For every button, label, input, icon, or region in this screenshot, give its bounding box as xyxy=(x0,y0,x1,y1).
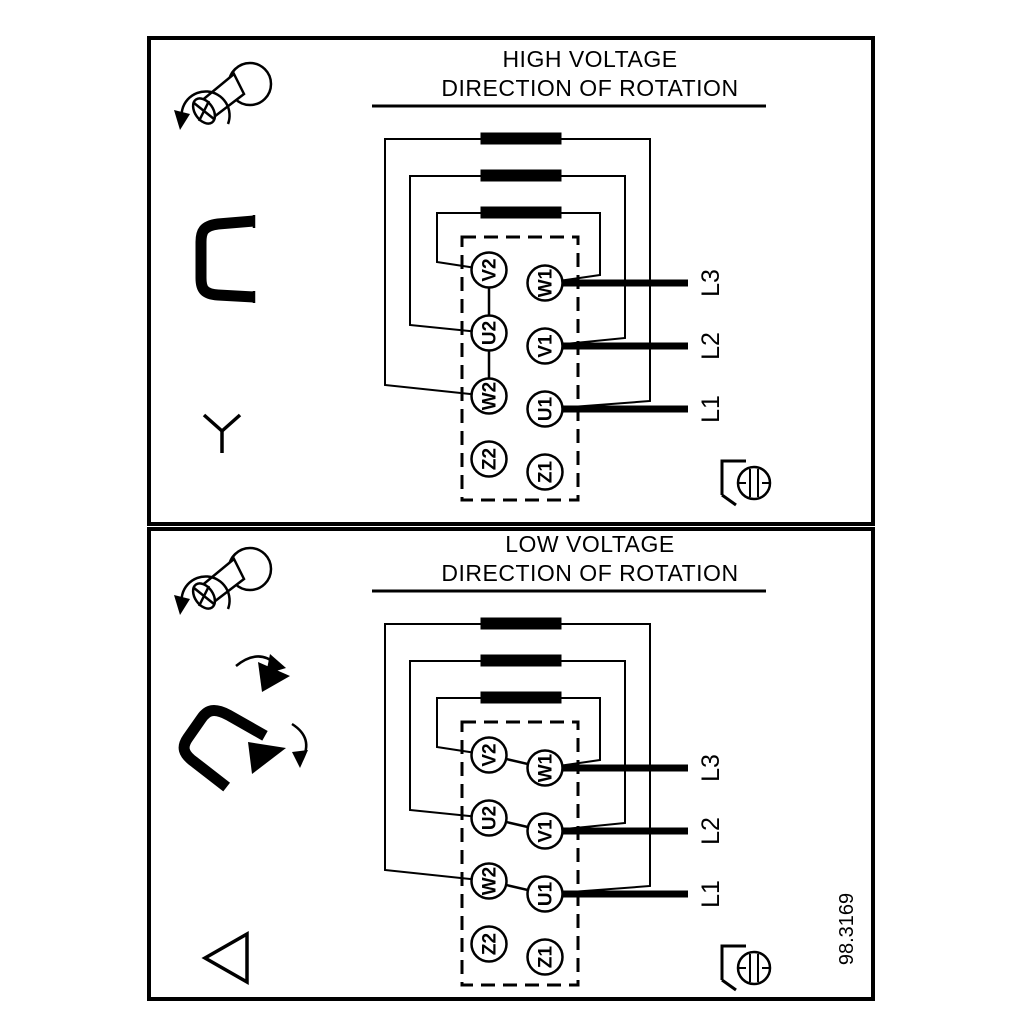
winding-wire xyxy=(544,138,651,410)
winding-wire xyxy=(384,138,490,397)
terminal-circle xyxy=(526,264,564,302)
terminal-label: U2 xyxy=(480,321,501,345)
terminal-z2: Z2 xyxy=(470,925,508,963)
high-voltage-panel: L3 L2 L1 V2 U2 W2 Z2 W1 xyxy=(147,36,875,526)
terminal-w1: W1 xyxy=(526,264,564,302)
screw-rotation-icon xyxy=(172,546,273,617)
terminal-v2: V2 xyxy=(470,736,508,774)
terminal-label: W1 xyxy=(536,753,557,782)
terminal-circle xyxy=(526,390,564,428)
low-voltage-title: LOW VOLTAGE xyxy=(505,531,675,557)
terminal-label: W1 xyxy=(536,268,557,297)
delta-connection-icon xyxy=(201,930,249,986)
terminal-label: V2 xyxy=(480,258,501,281)
terminal-label: V1 xyxy=(536,334,557,358)
terminal-circle xyxy=(470,799,508,837)
terminal-circle xyxy=(470,862,508,900)
winding-bar xyxy=(480,169,562,182)
terminal-circle xyxy=(470,440,508,478)
winding-wire xyxy=(544,212,601,284)
terminal-circle xyxy=(526,749,564,787)
terminal-circle xyxy=(526,327,564,365)
terminal-circle xyxy=(470,377,508,415)
winding-wire xyxy=(544,175,626,347)
terminal-screw-icon xyxy=(720,944,772,992)
low-voltage-panel: L3 L2 L1 V2 U2 W2 Z2 W1 xyxy=(147,527,875,1001)
terminal-u1: U1 xyxy=(526,875,564,913)
terminal-label: Z1 xyxy=(536,945,557,968)
figure-number: 98.3169 xyxy=(836,893,858,965)
terminal-w2: W2 xyxy=(470,862,508,900)
star-connection-icon xyxy=(202,413,242,453)
terminal-label: W2 xyxy=(480,867,501,896)
winding-wire xyxy=(544,697,601,769)
direction-of-rotation-title: DIRECTION OF ROTATION xyxy=(441,560,738,586)
terminal-circle xyxy=(526,938,564,976)
low-voltage-panel-frame xyxy=(147,527,875,1001)
terminal-circle xyxy=(470,251,508,289)
supply-line-label-l2: L2 xyxy=(697,817,725,845)
terminal-label: V2 xyxy=(480,743,501,766)
terminal-box xyxy=(460,720,580,987)
jumper-bridge-icon xyxy=(195,215,256,303)
terminal-label: Z1 xyxy=(536,460,557,483)
terminal-circle xyxy=(526,453,564,491)
terminal-z1: Z1 xyxy=(526,453,564,491)
terminal-label: V1 xyxy=(536,819,557,843)
terminal-label: Z2 xyxy=(480,933,501,955)
terminal-v1: V1 xyxy=(526,812,564,850)
terminal-screw-icon xyxy=(720,459,772,507)
direction-of-rotation-title: DIRECTION OF ROTATION xyxy=(441,75,738,101)
terminal-u1: U1 xyxy=(526,390,564,428)
supply-line-label-l1: L1 xyxy=(697,395,725,423)
terminal-v1: V1 xyxy=(526,327,564,365)
terminal-z1: Z1 xyxy=(526,938,564,976)
terminal-u2: U2 xyxy=(470,799,508,837)
terminal-v2: V2 xyxy=(470,251,508,289)
terminal-circle xyxy=(470,736,508,774)
winding-wire xyxy=(544,623,651,895)
screw-rotation-icon xyxy=(172,61,273,132)
winding-bar xyxy=(480,654,562,667)
terminal-box xyxy=(460,235,580,502)
terminal-circle xyxy=(470,925,508,963)
terminal-w2: W2 xyxy=(470,377,508,415)
high-voltage-panel-frame xyxy=(147,36,875,526)
supply-line-label-l2: L2 xyxy=(697,332,725,360)
winding-wire xyxy=(544,660,626,832)
terminal-circle xyxy=(526,875,564,913)
winding-bar xyxy=(480,206,562,219)
winding-bar xyxy=(480,617,562,630)
winding-bar xyxy=(480,132,562,145)
terminal-label: W2 xyxy=(480,382,501,411)
supply-line-label-l3: L3 xyxy=(697,754,725,782)
terminal-label: Z2 xyxy=(480,448,501,470)
terminal-z2: Z2 xyxy=(470,440,508,478)
winding-bar xyxy=(480,691,562,704)
high-voltage-title: HIGH VOLTAGE xyxy=(502,46,677,72)
terminal-label: U1 xyxy=(536,881,557,906)
terminal-label: U1 xyxy=(536,396,557,421)
terminal-circle xyxy=(470,314,508,352)
terminal-label: U2 xyxy=(480,806,501,830)
supply-line-label-l1: L1 xyxy=(697,880,725,908)
terminal-u2: U2 xyxy=(470,314,508,352)
winding-wire xyxy=(409,175,490,334)
jumper-reposition-icon xyxy=(178,654,308,792)
winding-wire xyxy=(409,660,490,819)
winding-wire xyxy=(384,623,490,882)
terminal-circle xyxy=(526,812,564,850)
terminal-w1: W1 xyxy=(526,749,564,787)
supply-line-label-l3: L3 xyxy=(697,269,725,297)
